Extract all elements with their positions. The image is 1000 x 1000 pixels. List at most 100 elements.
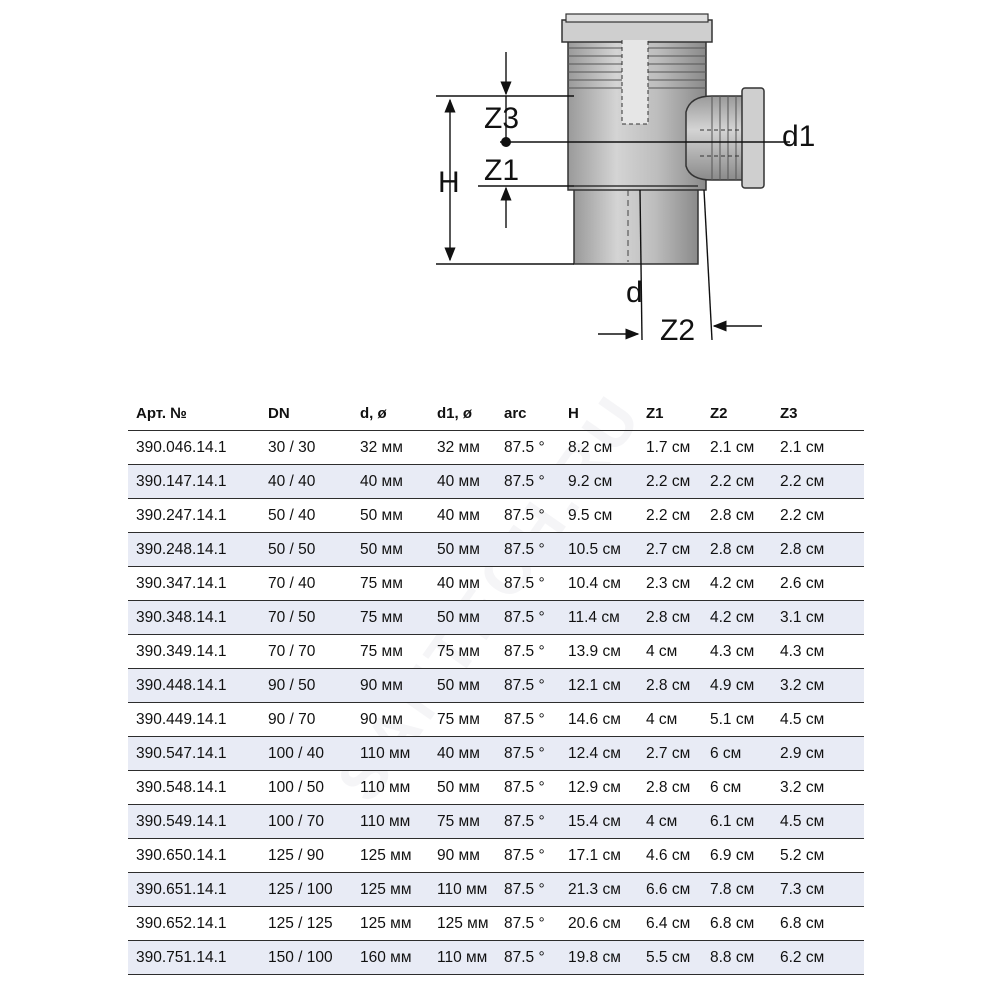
cell-arc: 87.5 °: [496, 634, 560, 669]
centre-point: [501, 137, 511, 147]
cell-h: 12.4 см: [560, 736, 638, 771]
cell-d: 50 мм: [352, 532, 429, 567]
cell-z2: 6.8 см: [702, 906, 772, 941]
cell-z1: 5.5 см: [638, 940, 702, 975]
cell-arc: 87.5 °: [496, 566, 560, 601]
cell-h: 10.4 см: [560, 566, 638, 601]
cell-article: 390.650.14.1: [128, 838, 260, 873]
cell-z3: 5.2 см: [772, 838, 864, 873]
header-dn: DN: [268, 404, 290, 422]
table-header-row: Арт. № DN d, ø d1, ø arc H Z1 Z2 Z3: [128, 396, 864, 431]
cell-z2: 6 см: [702, 770, 772, 805]
branch-pipe: [685, 87, 765, 189]
label-h: H: [438, 166, 460, 199]
cell-arc: 87.5 °: [496, 600, 560, 635]
cell-z2: 7.8 см: [702, 872, 772, 907]
cell-article: 390.046.14.1: [128, 430, 260, 465]
header-d: d, ø: [360, 404, 387, 422]
cell-arc: 87.5 °: [496, 804, 560, 839]
cell-z1: 4.6 см: [638, 838, 702, 873]
cell-z3: 4.5 см: [772, 702, 864, 737]
cell-d1: 50 мм: [429, 600, 496, 635]
cell-dn: 125 / 90: [260, 838, 352, 873]
cell-z1: 2.8 см: [638, 600, 702, 635]
cell-d1: 40 мм: [429, 464, 496, 499]
header-d1: d1, ø: [437, 404, 473, 422]
cell-d: 90 мм: [352, 702, 429, 737]
cell-z2: 6 см: [702, 736, 772, 771]
cell-d1: 125 мм: [429, 906, 496, 941]
tee-fitting-diagram: Z3 Z1 H d1 d Z2: [436, 13, 815, 347]
cell-z1: 4 см: [638, 634, 702, 669]
cell-arc: 87.5 °: [496, 872, 560, 907]
cell-z1: 6.6 см: [638, 872, 702, 907]
cell-article: 390.349.14.1: [128, 634, 260, 669]
cell-z3: 6.8 см: [772, 906, 864, 941]
cell-z2: 4.3 см: [702, 634, 772, 669]
cell-d1: 110 мм: [429, 872, 496, 907]
cell-z1: 2.2 см: [638, 498, 702, 533]
header-h: H: [568, 404, 579, 422]
cell-d: 40 мм: [352, 464, 429, 499]
cell-arc: 87.5 °: [496, 464, 560, 499]
cell-arc: 87.5 °: [496, 838, 560, 873]
cell-z1: 2.8 см: [638, 770, 702, 805]
cell-h: 21.3 см: [560, 872, 638, 907]
cell-z1: 2.7 см: [638, 532, 702, 567]
cell-z3: 3.2 см: [772, 770, 864, 805]
cell-z2: 5.1 см: [702, 702, 772, 737]
cell-z3: 2.8 см: [772, 532, 864, 567]
cell-arc: 87.5 °: [496, 430, 560, 465]
cell-d: 125 мм: [352, 906, 429, 941]
cell-z3: 2.2 см: [772, 464, 864, 499]
header-arc: arc: [504, 404, 527, 422]
header-z2: Z2: [710, 404, 728, 422]
cell-z2: 2.8 см: [702, 498, 772, 533]
cell-dn: 90 / 70: [260, 702, 352, 737]
cell-z3: 7.3 см: [772, 872, 864, 907]
cell-dn: 70 / 40: [260, 566, 352, 601]
cell-d: 160 мм: [352, 940, 429, 975]
cell-dn: 50 / 40: [260, 498, 352, 533]
cell-h: 15.4 см: [560, 804, 638, 839]
cell-d1: 90 мм: [429, 838, 496, 873]
cell-article: 390.247.14.1: [128, 498, 260, 533]
cell-d1: 50 мм: [429, 668, 496, 703]
cell-article: 390.448.14.1: [128, 668, 260, 703]
cell-dn: 30 / 30: [260, 430, 352, 465]
cell-d: 110 мм: [352, 804, 429, 839]
cell-h: 9.5 см: [560, 498, 638, 533]
cell-h: 12.1 см: [560, 668, 638, 703]
cell-d: 125 мм: [352, 872, 429, 907]
cell-z2: 4.9 см: [702, 668, 772, 703]
cell-d: 75 мм: [352, 634, 429, 669]
cell-dn: 70 / 50: [260, 600, 352, 635]
cell-z2: 4.2 см: [702, 566, 772, 601]
cell-d1: 75 мм: [429, 634, 496, 669]
cell-dn: 50 / 50: [260, 532, 352, 567]
cell-h: 12.9 см: [560, 770, 638, 805]
cell-z1: 2.7 см: [638, 736, 702, 771]
cell-z1: 2.2 см: [638, 464, 702, 499]
header-article: Арт. №: [136, 404, 187, 422]
cell-d1: 75 мм: [429, 804, 496, 839]
cell-z3: 2.2 см: [772, 498, 864, 533]
header-z3: Z3: [780, 404, 798, 422]
cell-d1: 50 мм: [429, 770, 496, 805]
cell-h: 13.9 см: [560, 634, 638, 669]
cell-article: 390.651.14.1: [128, 872, 260, 907]
cell-article: 390.548.14.1: [128, 770, 260, 805]
cell-d: 125 мм: [352, 838, 429, 873]
cell-z1: 4 см: [638, 702, 702, 737]
cell-z1: 2.8 см: [638, 668, 702, 703]
